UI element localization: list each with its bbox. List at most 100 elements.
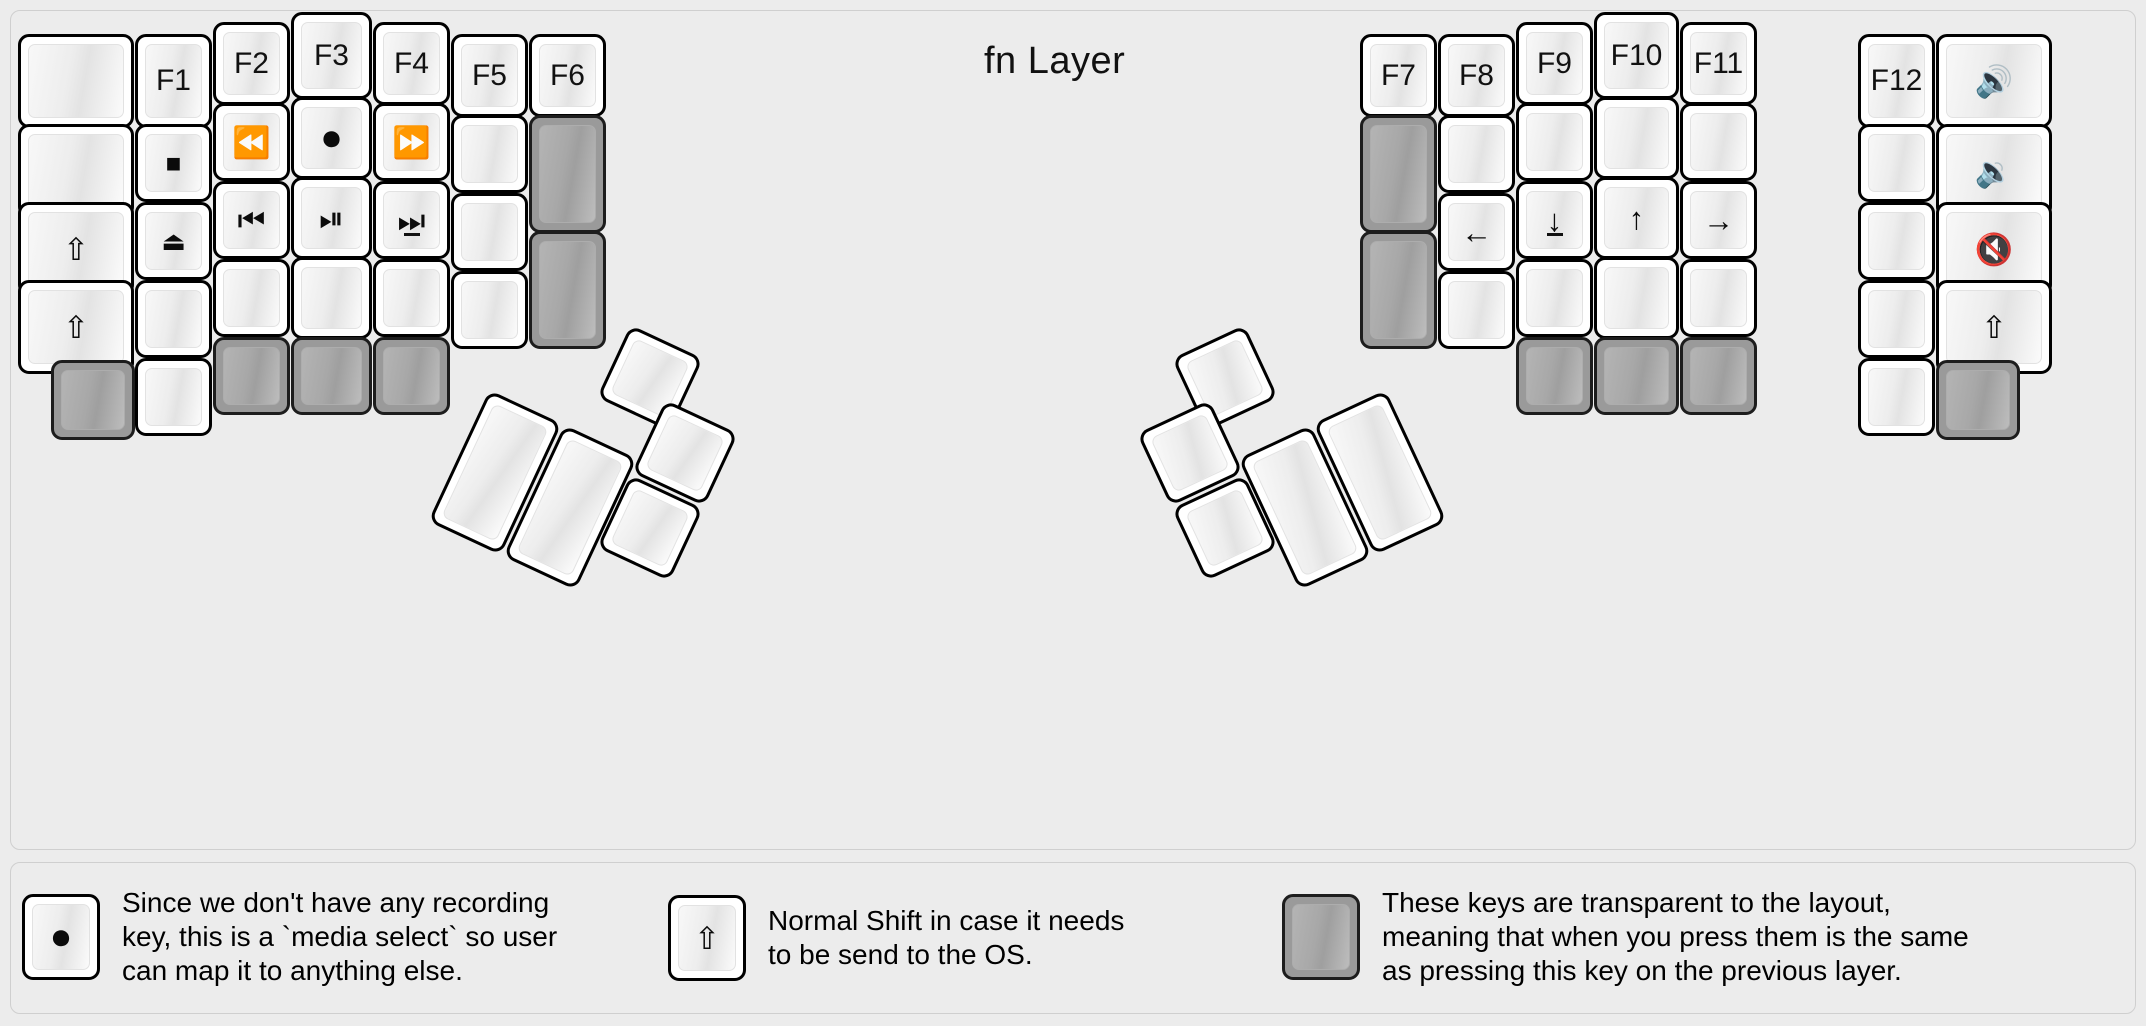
key-right-c2-r2-arrow-down[interactable]: ↓: [1516, 181, 1593, 259]
keycap-face: [1946, 370, 2010, 430]
key-right-c1-r0-f8[interactable]: F8: [1438, 34, 1515, 117]
keycap-face: [1526, 347, 1583, 405]
keycap-face: [145, 368, 202, 426]
key-left-c5-r1[interactable]: [451, 115, 528, 193]
key-left-c1-r1-stop[interactable]: ■: [135, 124, 212, 202]
key-left-c0-r4-transparent[interactable]: [51, 360, 135, 440]
key-left-c6-r2-transparent[interactable]: [529, 231, 606, 349]
key-right-c2-r0-f9[interactable]: F9: [1516, 22, 1593, 105]
key-right-c4-r4-transparent[interactable]: [1680, 337, 1757, 415]
key-left-c2-r4-transparent[interactable]: [213, 337, 290, 415]
play-pause-icon: ⏯: [319, 200, 344, 236]
key-left-c1-r4[interactable]: [135, 358, 212, 436]
key-right-c0-r1-transparent[interactable]: [1360, 115, 1437, 233]
keycap-face: ⏩: [383, 113, 440, 171]
key-right-c2-r3[interactable]: [1516, 259, 1593, 337]
key-left-c4-r3[interactable]: [373, 259, 450, 337]
key-label: F8: [1458, 58, 1494, 92]
keycap-face: ⏺: [301, 107, 362, 169]
key-label: F9: [1536, 46, 1572, 80]
arrow-right-icon: →: [1703, 202, 1734, 238]
key-left-c5-r0-f5[interactable]: F5: [451, 34, 528, 117]
keycap-face: [1448, 125, 1505, 183]
key-right-c5-r0-f12[interactable]: F12: [1858, 34, 1935, 128]
key-right-c3-r2-arrow-up[interactable]: ↑: [1594, 177, 1679, 259]
key-right-c3-r3[interactable]: [1594, 257, 1679, 339]
key-left-c4-r2-next-track[interactable]: ⏭: [373, 181, 450, 259]
legend-key-media-select[interactable]: ⏺: [22, 894, 100, 981]
key-right-c1-r1[interactable]: [1438, 115, 1515, 193]
fast-forward-icon: ⏩: [392, 124, 431, 160]
keycap-face: F1: [145, 44, 202, 118]
keycap-face: ⇧: [678, 905, 736, 971]
key-left-c6-r1-transparent[interactable]: [529, 115, 606, 233]
key-left-c5-r2[interactable]: [451, 193, 528, 271]
key-left-c6-r0-f6[interactable]: F6: [529, 34, 606, 117]
keycap-face: [1526, 113, 1583, 171]
keycap-face: ⏺: [32, 904, 90, 971]
keycap-face: [383, 269, 440, 327]
keycap-face: [1868, 134, 1925, 192]
key-right-c2-r4-transparent[interactable]: [1516, 337, 1593, 415]
key-right-c5-r1[interactable]: [1858, 124, 1935, 202]
arrow-left-icon: ←: [1461, 214, 1492, 250]
key-right-c3-r0-f10[interactable]: F10: [1594, 12, 1679, 99]
key-right-c0-r0-f7[interactable]: F7: [1360, 34, 1437, 117]
key-left-c2-r0-f2[interactable]: F2: [213, 22, 290, 105]
key-left-c2-r3[interactable]: [213, 259, 290, 337]
keycap-face: [1604, 107, 1669, 169]
key-left-c5-r3[interactable]: [451, 271, 528, 349]
keycap-face: F10: [1604, 22, 1669, 89]
key-left-c1-r0-f1[interactable]: F1: [135, 34, 212, 128]
keycap-face: F11: [1690, 32, 1747, 95]
key-right-c1-r2-arrow-left[interactable]: ←: [1438, 193, 1515, 271]
key-right-c2-r1[interactable]: [1516, 103, 1593, 181]
key-right-c6-r3-shift[interactable]: ⇧: [1936, 280, 2052, 374]
key-left-c1-r2-eject[interactable]: ⏏: [135, 202, 212, 280]
key-label: F6: [549, 58, 585, 92]
media-stop-icon: ■: [165, 148, 182, 178]
key-left-c3-r0-f3[interactable]: F3: [291, 12, 372, 99]
key-right-c6-r4-transparent[interactable]: [1936, 360, 2020, 440]
key-right-c5-r2[interactable]: [1858, 202, 1935, 280]
key-right-c6-r0-volume-up[interactable]: 🔊: [1936, 34, 2052, 128]
key-right-c4-r0-f11[interactable]: F11: [1680, 22, 1757, 105]
key-left-c2-r1-rewind[interactable]: ⏪: [213, 103, 290, 181]
key-right-c3-r4-transparent[interactable]: [1594, 337, 1679, 415]
key-left-c3-r3[interactable]: [291, 257, 372, 339]
legend-text: Normal Shift in case it needs to be send…: [768, 904, 1125, 970]
keycap-face: [1185, 488, 1265, 568]
key-left-c3-r4-transparent[interactable]: [291, 337, 372, 415]
key-right-c0-r2-transparent[interactable]: [1360, 231, 1437, 349]
keycap-face: ⏏: [145, 212, 202, 270]
key-right-c4-r1[interactable]: [1680, 103, 1757, 181]
key-left-c2-r2-previous-track[interactable]: ⏮: [213, 181, 290, 259]
legend-key-transparent[interactable]: [1282, 894, 1360, 981]
key-left-c3-r1-media-select[interactable]: ⏺: [291, 97, 372, 179]
key-label: F5: [471, 58, 507, 92]
key-right-c5-r4[interactable]: [1858, 358, 1935, 436]
legend-item-media-select: ⏺ Since we don't have any recording key,…: [22, 886, 557, 988]
key-right-c3-r1[interactable]: [1594, 97, 1679, 179]
key-label: F10: [1610, 38, 1663, 72]
keycap-face: [1868, 290, 1925, 348]
key-left-c0-r0[interactable]: [18, 34, 134, 128]
key-left-c1-r3[interactable]: [135, 280, 212, 358]
keycap-face: 🔇: [1946, 212, 2042, 286]
keycap-face: [1690, 269, 1747, 327]
key-left-c4-r0-f4[interactable]: F4: [373, 22, 450, 105]
key-right-c4-r2-arrow-right[interactable]: →: [1680, 181, 1757, 259]
key-right-c4-r3[interactable]: [1680, 259, 1757, 337]
arrow-up-icon: ↑: [1628, 200, 1645, 236]
keycap-face: [645, 413, 725, 493]
keycap-face: F2: [223, 32, 280, 95]
key-left-c0-r3-shift[interactable]: ⇧: [18, 280, 134, 374]
legend-key-shift[interactable]: ⇧: [668, 895, 746, 981]
key-right-c1-r3[interactable]: [1438, 271, 1515, 349]
key-right-c5-r3[interactable]: [1858, 280, 1935, 358]
key-left-c3-r2-play-pause[interactable]: ⏯: [291, 177, 372, 259]
keycap-face: [1292, 904, 1350, 971]
key-left-c4-r4-transparent[interactable]: [373, 337, 450, 415]
key-left-c4-r1-fast-forward[interactable]: ⏩: [373, 103, 450, 181]
